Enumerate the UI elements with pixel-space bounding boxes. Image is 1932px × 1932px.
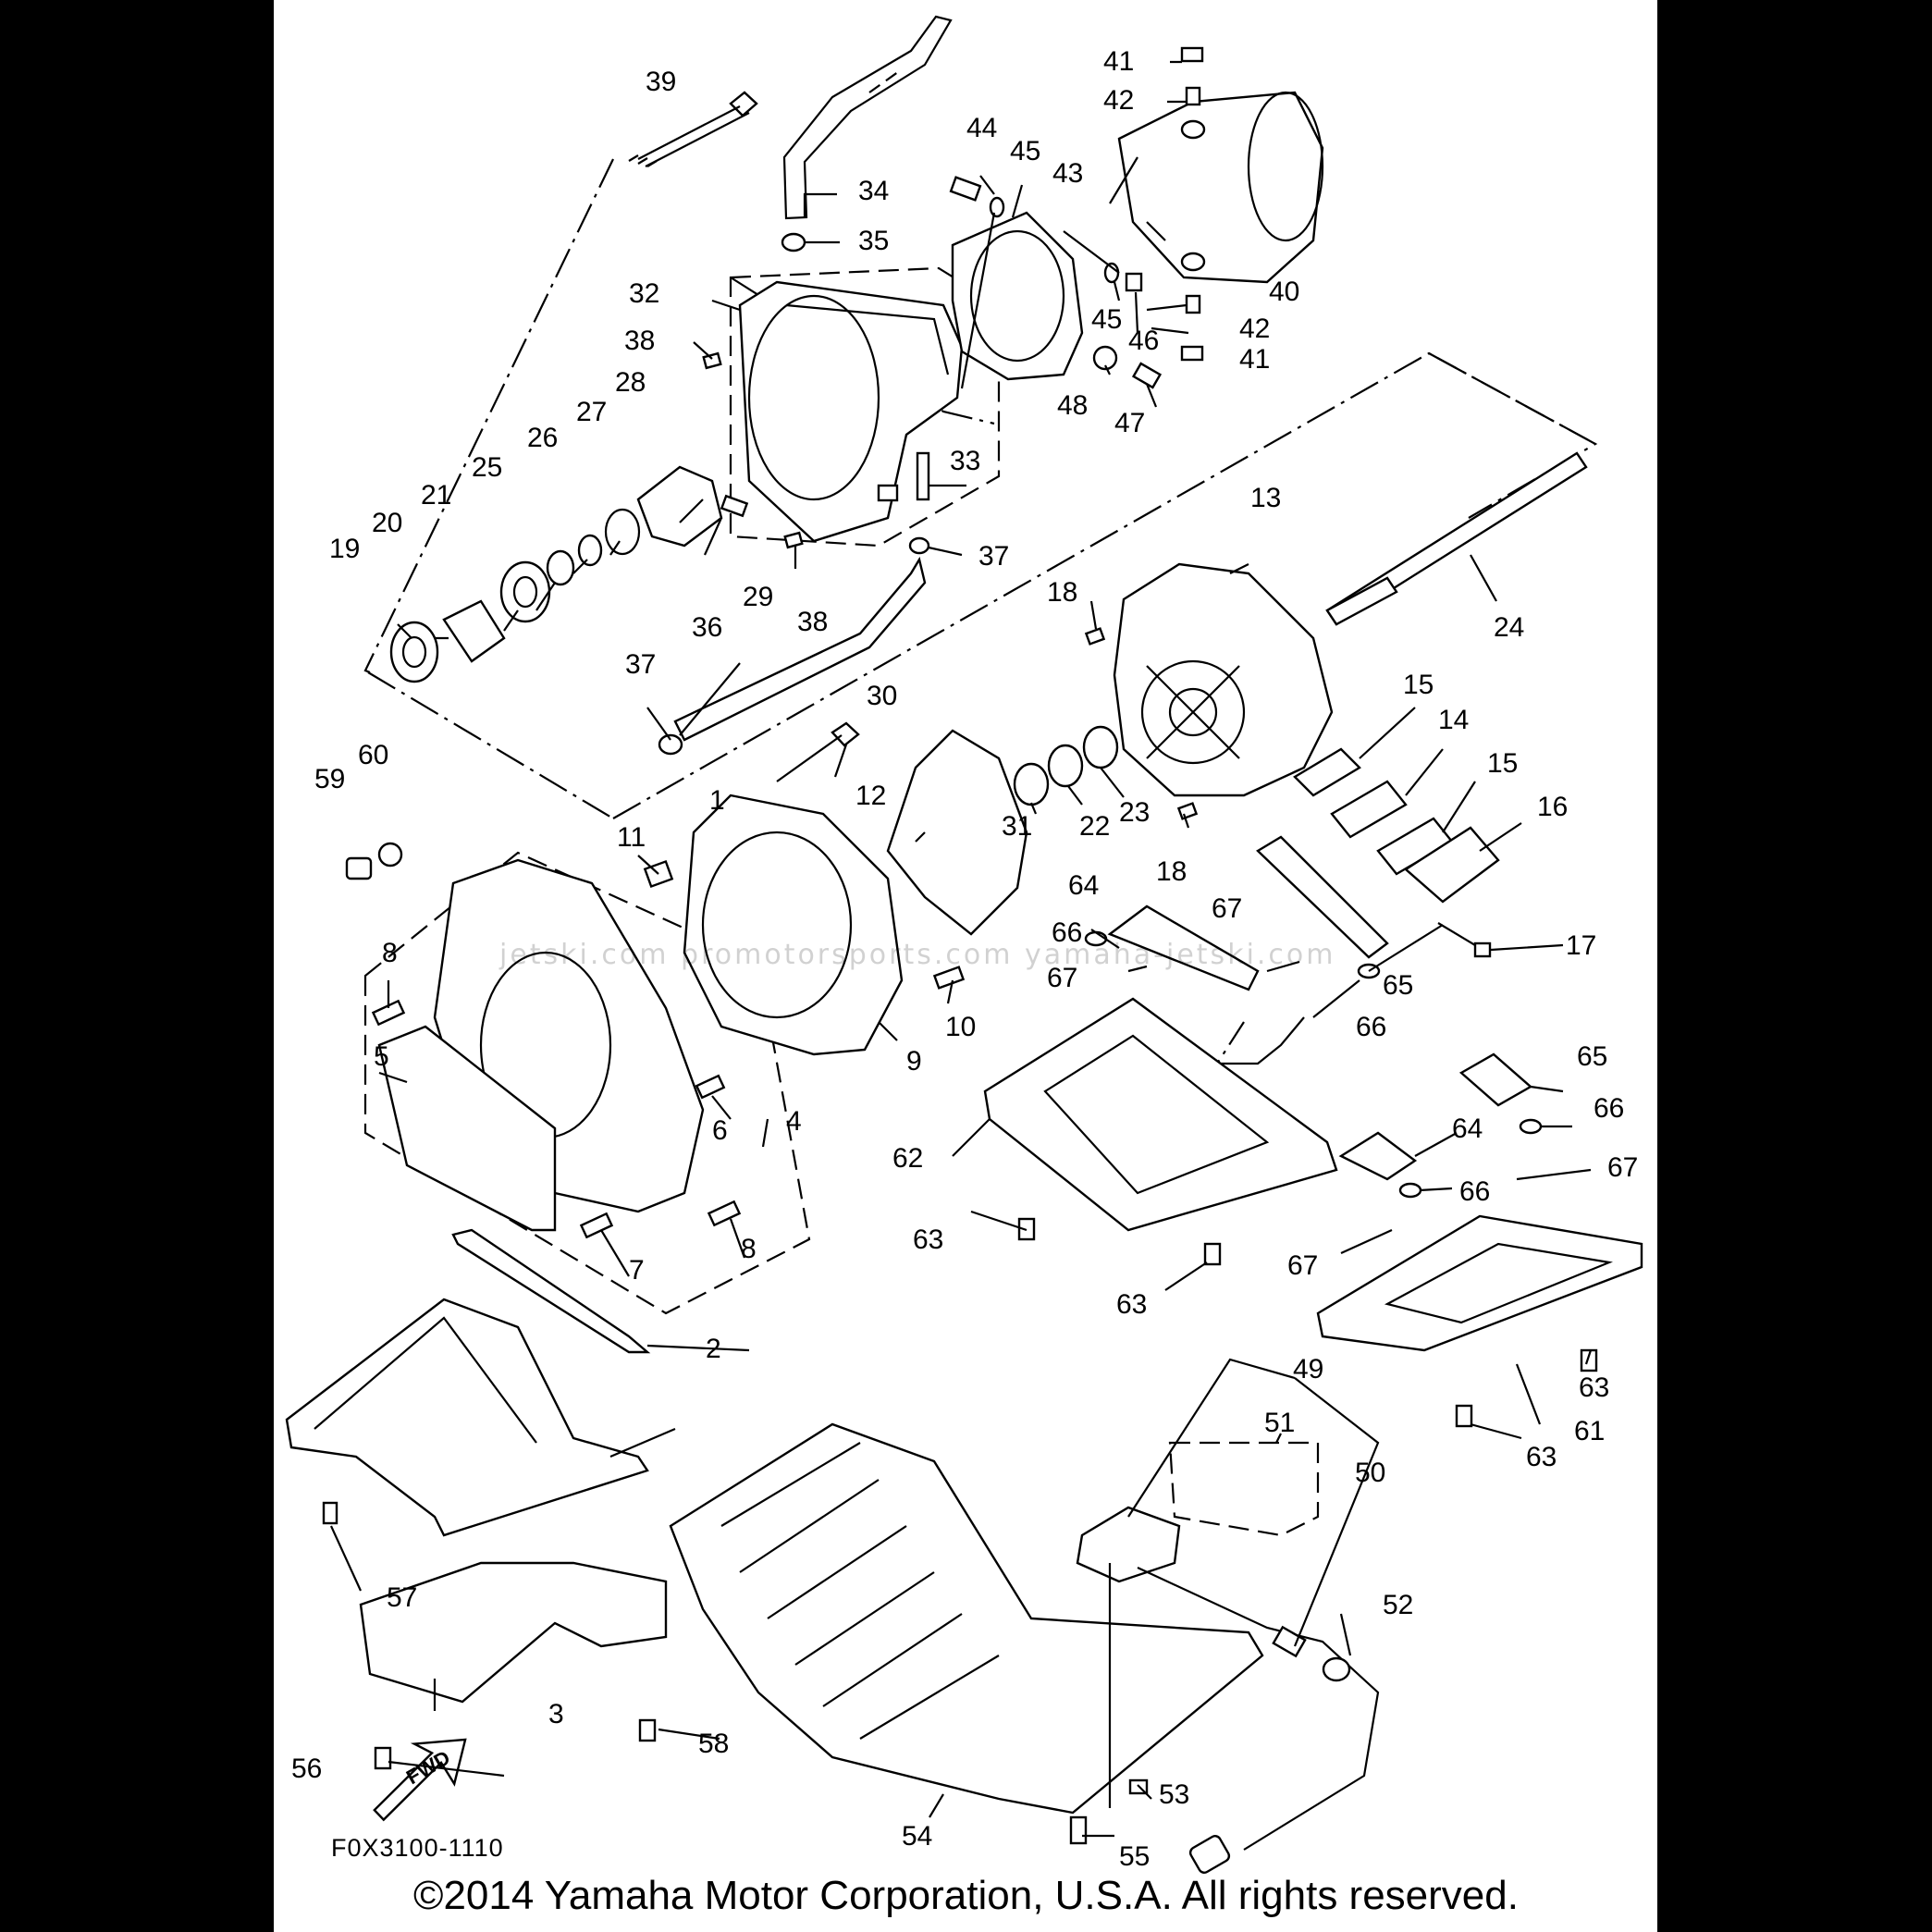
part-label-18a: 18 (1047, 577, 1077, 608)
part-label-31: 31 (1002, 811, 1032, 842)
part-label-18b: 18 (1156, 856, 1187, 887)
part-label-28: 28 (615, 367, 646, 398)
part-label-7: 7 (629, 1255, 645, 1286)
upper-assembly (389, 15, 1324, 756)
part-label-66d: 66 (1459, 1176, 1490, 1207)
part-label-56: 56 (291, 1754, 322, 1784)
part-label-24: 24 (1494, 612, 1524, 643)
part-label-15b: 15 (1487, 748, 1518, 779)
figure-code: F0X3100-1110 (331, 1834, 504, 1862)
part-label-23: 23 (1119, 797, 1150, 828)
pump-assembly (345, 451, 1588, 1239)
part-label-64b: 64 (1452, 1114, 1483, 1144)
part-label-50: 50 (1355, 1458, 1385, 1488)
part-label-16: 16 (1537, 792, 1568, 822)
part-label-41b: 41 (1239, 344, 1270, 375)
part-label-67d: 67 (1287, 1250, 1318, 1281)
subassembly-frames (363, 266, 1320, 1537)
part-label-34: 34 (858, 176, 889, 206)
part-label-37b: 37 (625, 649, 656, 680)
part-label-67a: 67 (1212, 893, 1242, 924)
part-label-47: 47 (1114, 408, 1145, 438)
part-label-37a: 37 (978, 541, 1009, 572)
part-label-57: 57 (387, 1582, 417, 1613)
part-label-42a: 42 (1103, 85, 1134, 116)
part-label-54: 54 (902, 1821, 932, 1852)
part-label-61: 61 (1574, 1416, 1605, 1446)
part-label-53: 53 (1159, 1779, 1189, 1810)
part-label-38a: 38 (624, 326, 655, 356)
part-label-44: 44 (966, 113, 997, 143)
part-label-33: 33 (950, 446, 980, 476)
part-label-39: 39 (646, 67, 676, 97)
part-label-17: 17 (1566, 930, 1596, 961)
part-label-20: 20 (372, 508, 402, 538)
part-label-2: 2 (706, 1334, 721, 1364)
part-label-45b: 45 (1091, 304, 1122, 335)
part-label-27: 27 (576, 397, 607, 427)
part-label-43: 43 (1052, 158, 1083, 189)
part-label-66c: 66 (1594, 1093, 1624, 1124)
part-label-64a: 64 (1068, 870, 1099, 901)
part-label-32: 32 (629, 278, 659, 309)
part-label-8a: 8 (382, 938, 398, 968)
part-label-3: 3 (548, 1699, 564, 1729)
part-label-45a: 45 (1010, 136, 1040, 166)
part-label-5: 5 (374, 1041, 389, 1072)
part-label-22: 22 (1079, 811, 1110, 842)
part-label-14: 14 (1438, 705, 1469, 735)
part-label-66a: 66 (1052, 917, 1082, 948)
lower-assembly: FWD (285, 1228, 1380, 1874)
part-label-46: 46 (1128, 326, 1159, 356)
part-label-41a: 41 (1103, 46, 1134, 77)
part-label-30: 30 (867, 681, 897, 711)
part-label-11: 11 (617, 822, 646, 853)
part-label-62: 62 (892, 1143, 923, 1174)
part-label-48: 48 (1057, 390, 1088, 421)
part-label-4: 4 (786, 1106, 802, 1137)
part-label-52: 52 (1383, 1590, 1413, 1620)
part-label-36: 36 (692, 612, 722, 643)
part-label-25: 25 (472, 452, 502, 483)
part-label-42b: 42 (1239, 314, 1270, 344)
ride-plates (983, 835, 1643, 1428)
part-label-63b: 63 (1116, 1289, 1147, 1320)
part-label-21: 21 (421, 480, 451, 511)
part-label-67c: 67 (1607, 1152, 1638, 1183)
part-label-26: 26 (527, 423, 558, 453)
part-label-40: 40 (1269, 277, 1299, 307)
part-label-55: 55 (1119, 1841, 1150, 1872)
part-label-65b: 65 (1577, 1041, 1607, 1072)
part-label-63c: 63 (1579, 1372, 1609, 1403)
part-label-63d: 63 (1526, 1442, 1557, 1472)
part-label-12: 12 (855, 781, 886, 811)
part-label-9: 9 (906, 1046, 922, 1077)
part-label-59: 59 (314, 764, 345, 794)
part-label-51: 51 (1264, 1408, 1295, 1438)
copyright-notice: ©2014 Yamaha Motor Corporation, U.S.A. A… (413, 1873, 1519, 1918)
part-label-63a: 63 (913, 1224, 943, 1255)
part-label-8b: 8 (741, 1234, 757, 1264)
part-label-60: 60 (358, 740, 388, 770)
part-label-15a: 15 (1403, 670, 1434, 700)
part-label-65a: 65 (1383, 970, 1413, 1001)
part-label-6: 6 (712, 1115, 728, 1146)
part-label-10: 10 (945, 1012, 976, 1042)
part-label-1: 1 (709, 785, 725, 816)
leader-lines (329, 60, 1593, 1838)
part-label-13: 13 (1250, 483, 1281, 513)
part-label-58: 58 (698, 1729, 729, 1759)
part-number-labels: 1 2 3 4 5 6 7 8 8 9 10 11 12 13 14 15 15… (291, 46, 1638, 1872)
part-label-66b: 66 (1356, 1012, 1386, 1042)
part-label-38b: 38 (797, 607, 828, 637)
part-label-67b: 67 (1047, 963, 1077, 993)
part-label-35: 35 (858, 226, 889, 256)
part-label-29: 29 (743, 582, 773, 612)
watermark-text: jetski.com promotorsports.com yamaha-jet… (499, 939, 1336, 971)
part-label-49: 49 (1293, 1354, 1323, 1384)
part-label-19: 19 (329, 534, 360, 564)
